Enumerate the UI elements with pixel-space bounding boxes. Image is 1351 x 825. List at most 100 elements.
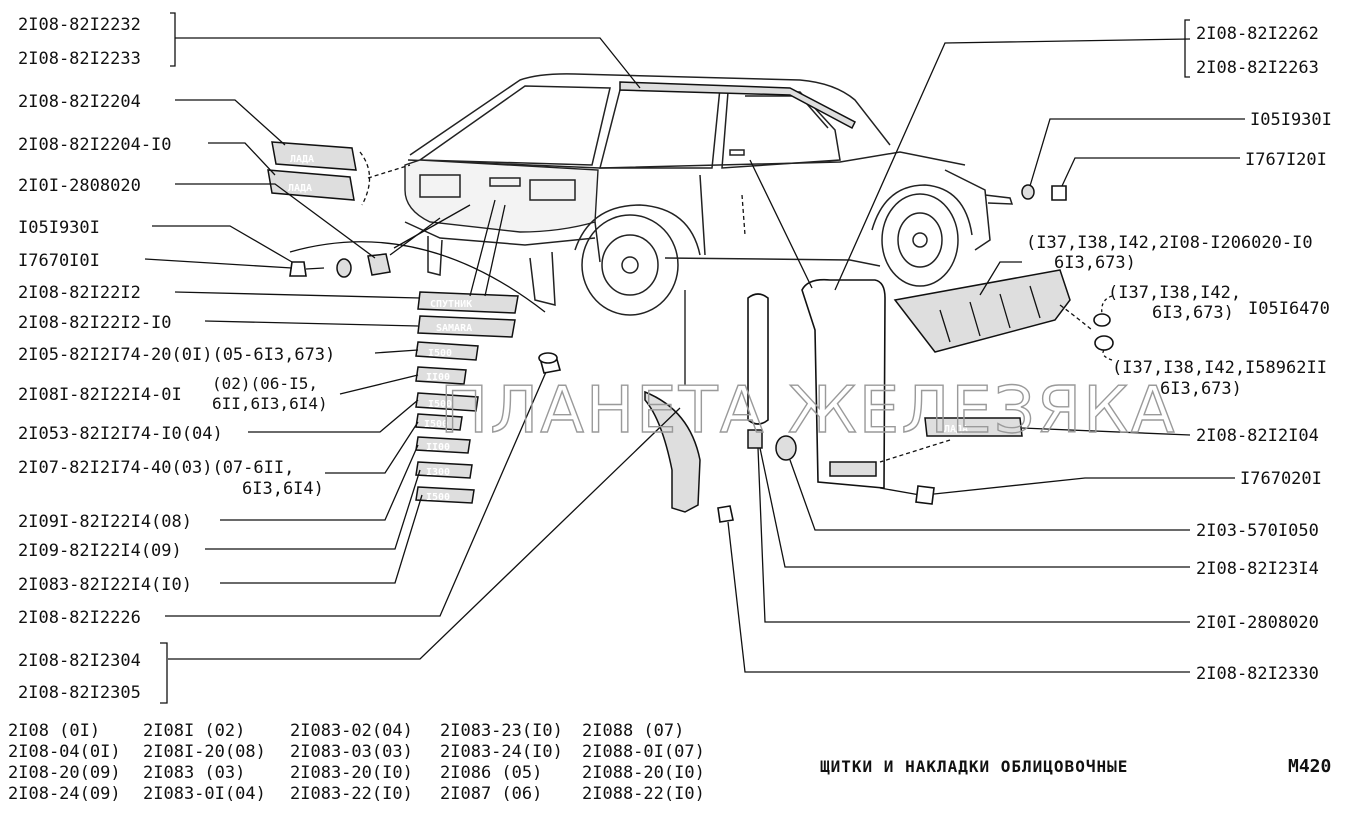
model-cell: 2I08I-20(08) bbox=[143, 742, 266, 762]
label-21081-suffix-top: (02)(06-I5, bbox=[212, 374, 318, 393]
badge-2109: I300 bbox=[415, 461, 473, 479]
screw-1767010 bbox=[289, 261, 325, 277]
page-number: М420 bbox=[1288, 756, 1331, 777]
label-1767120: I767I20I bbox=[1245, 150, 1327, 170]
svg-text:ЛАДА: ЛАДА bbox=[288, 183, 312, 194]
label-21083-8212214: 2I083-82I22I4(I0) bbox=[18, 575, 192, 595]
emblem-sputnik: СПУТНИК bbox=[417, 291, 519, 314]
model-cell: 2I088 (07) bbox=[582, 721, 684, 741]
svg-text:I500: I500 bbox=[426, 492, 450, 503]
bolt-15896211 bbox=[1094, 335, 1114, 351]
emblem-samara: SAMARA bbox=[417, 315, 516, 338]
label-137-138-142-suffix: 6I3,673) bbox=[1152, 303, 1234, 323]
clip-2101-2808020-side bbox=[747, 429, 763, 449]
label-2108-8212305: 2I08-82I2305 bbox=[18, 683, 141, 703]
model-cell: 2I083-20(I0) bbox=[290, 763, 413, 783]
label-2108-8212330: 2I08-82I2330 bbox=[1196, 664, 1319, 684]
label-2108-8212226: 2I08-82I2226 bbox=[18, 608, 141, 628]
label-2107-8212174: 2I07-82I2I74-40(03)(07-6II, bbox=[18, 458, 294, 478]
model-cell: 2I083 (03) bbox=[143, 763, 245, 783]
model-cell: 2I086 (05) bbox=[440, 763, 542, 783]
svg-text:I500: I500 bbox=[424, 419, 448, 430]
watermark: ПЛАНЕТА ЖЕЛЕЗЯКА bbox=[440, 374, 1176, 448]
label-2101-2808020-left: 2I0I-2808020 bbox=[18, 176, 141, 196]
label-21091-8212214: 2I09I-82I22I4(08) bbox=[18, 512, 192, 532]
model-cell: 2I083-03(03) bbox=[290, 742, 413, 762]
label-1051930-left: I05I930I bbox=[18, 218, 100, 238]
label-2105-8212174: 2I05-82I2I74-20(0I)(05-6I3,673) bbox=[18, 345, 335, 365]
label-15896211-suffix: 6I3,673) bbox=[1160, 379, 1242, 399]
wheel-arch-trim-rear bbox=[644, 390, 701, 513]
emblem-lada-fender: ЛАДА bbox=[924, 417, 1023, 437]
svg-text:I500: I500 bbox=[428, 348, 452, 359]
label-2108-821212-10: 2I08-82I22I2-I0 bbox=[18, 313, 172, 333]
label-1051930-right: I05I930I bbox=[1250, 110, 1332, 130]
svg-text:I500: I500 bbox=[428, 399, 452, 410]
label-2108-8212233: 2I08-82I2233 bbox=[18, 49, 141, 69]
model-cell: 2I08-20(09) bbox=[8, 763, 121, 783]
label-2108-8212232: 2I08-82I2232 bbox=[18, 15, 141, 35]
label-2107-suffix: 6I3,6I4) bbox=[242, 479, 324, 499]
model-cell: 2I083-02(04) bbox=[290, 721, 413, 741]
mud-shield bbox=[893, 269, 1071, 353]
nut-1051930-rear bbox=[336, 258, 352, 278]
washer-2103-5701050 bbox=[775, 435, 797, 461]
label-2108-8212262: 2I08-82I2262 bbox=[1196, 24, 1319, 44]
car-illustration bbox=[404, 73, 1014, 316]
label-2101-2808020-right: 2I0I-2808020 bbox=[1196, 613, 1319, 633]
label-137-138-142: (I37,I38,I42, bbox=[1108, 283, 1241, 303]
nut-1051647 bbox=[1093, 313, 1111, 327]
label-2108-8212204: 2I08-82I2204 bbox=[18, 92, 141, 112]
svg-text:II00: II00 bbox=[426, 442, 450, 453]
sill-strip bbox=[747, 293, 769, 425]
label-21053-8212174: 2I053-82I2I74-I0(04) bbox=[18, 424, 223, 444]
svg-text:II00: II00 bbox=[426, 372, 450, 383]
clip-2101-2808020-rear bbox=[367, 253, 391, 276]
label-2108-8212314: 2I08-82I23I4 bbox=[1196, 559, 1319, 579]
model-cell: 2I083-22(I0) bbox=[290, 784, 413, 804]
nut-1051930-front bbox=[1021, 184, 1035, 200]
screw-1767020 bbox=[879, 485, 935, 505]
label-2108-821212: 2I08-82I22I2 bbox=[18, 283, 141, 303]
model-cell: 2I083-24(I0) bbox=[440, 742, 563, 762]
label-2108-1206020-10: (I37,I38,I42,2I08-I206020-I0 bbox=[1026, 233, 1313, 253]
lada-emblem-2108-8212204: ЛАДА bbox=[271, 141, 357, 171]
model-applicability-table: 2I08 (0I) 2I08I (02) 2I083-02(04) 2I083-… bbox=[8, 721, 705, 804]
badge-2107: I500 bbox=[415, 413, 463, 431]
label-21081-8212214: 2I08I-82I22I4-0I bbox=[18, 385, 182, 405]
label-2108-8212104: 2I08-82I2I04 bbox=[1196, 426, 1319, 446]
model-cell: 2I083-23(I0) bbox=[440, 721, 563, 741]
label-2103-5701050: 2I03-570I050 bbox=[1196, 521, 1319, 541]
label-2109-8212214: 2I09-82I22I4(09) bbox=[18, 541, 182, 561]
svg-text:ЛАДА: ЛАДА bbox=[944, 424, 968, 435]
model-cell: 2I08I (02) bbox=[143, 721, 245, 741]
svg-text:ЛАДА: ЛАДА bbox=[290, 154, 314, 165]
label-2108-8212304: 2I08-82I2304 bbox=[18, 651, 141, 671]
diagram-title: ЩИТКИ И НАКЛАДКИ ОБЛИЦОВОЧНЫЕ bbox=[820, 757, 1128, 776]
clip-2108-8212330 bbox=[717, 505, 734, 523]
label-21081-suffix-bottom: 6II,6I3,6I4) bbox=[212, 394, 328, 413]
screw-1767120 bbox=[1051, 185, 1067, 201]
model-cell: 2I08 (0I) bbox=[8, 721, 100, 741]
badge-21083: I500 bbox=[415, 486, 475, 504]
model-cell: 2I08-24(09) bbox=[8, 784, 121, 804]
label-1767020: I767020I bbox=[1240, 469, 1322, 489]
model-cell: 2I088-22(I0) bbox=[582, 784, 705, 804]
label-2108-8212204-10: 2I08-82I2204-I0 bbox=[18, 135, 172, 155]
badge-21053: I500 bbox=[415, 392, 479, 412]
model-cell: 2I083-0I(04) bbox=[143, 784, 266, 804]
svg-text:SAMARA: SAMARA bbox=[436, 323, 472, 334]
model-cell: 2I087 (06) bbox=[440, 784, 542, 804]
lada-emblem-2108-8212204-10: ЛАДА bbox=[267, 169, 355, 201]
badge-2105: I500 bbox=[415, 341, 479, 361]
badge-21081: II00 bbox=[415, 366, 467, 385]
badge-21091: II00 bbox=[415, 436, 471, 454]
svg-text:СПУТНИК: СПУТНИК bbox=[430, 299, 472, 310]
label-1767010: I7670I0I bbox=[18, 251, 100, 271]
label-2108-1206020-suffix: 6I3,673) bbox=[1054, 253, 1136, 273]
model-cell: 2I08-04(0I) bbox=[8, 742, 121, 762]
label-1051647: I05I6470 bbox=[1248, 299, 1330, 319]
leader-lines bbox=[144, 12, 1245, 704]
model-cell: 2I088-0I(07) bbox=[582, 742, 705, 762]
